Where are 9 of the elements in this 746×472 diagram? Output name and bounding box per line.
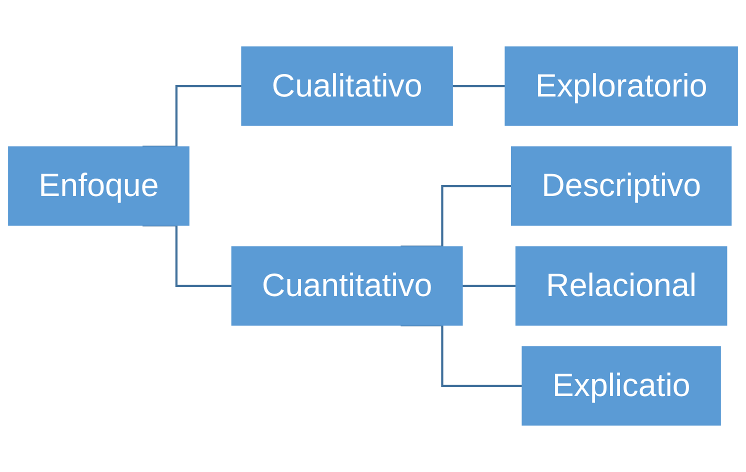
node-box: Relacional <box>515 246 728 326</box>
node-box: Cuantitativo <box>231 246 463 326</box>
node-box: Enfoque <box>8 146 190 226</box>
node-box: Cualitativo <box>241 46 453 126</box>
node-box: Explicatio <box>522 346 721 426</box>
node-box: Descriptivo <box>510 146 732 226</box>
connector <box>452 85 506 88</box>
connector <box>462 284 516 288</box>
node-box: Exploratorio <box>504 46 738 126</box>
